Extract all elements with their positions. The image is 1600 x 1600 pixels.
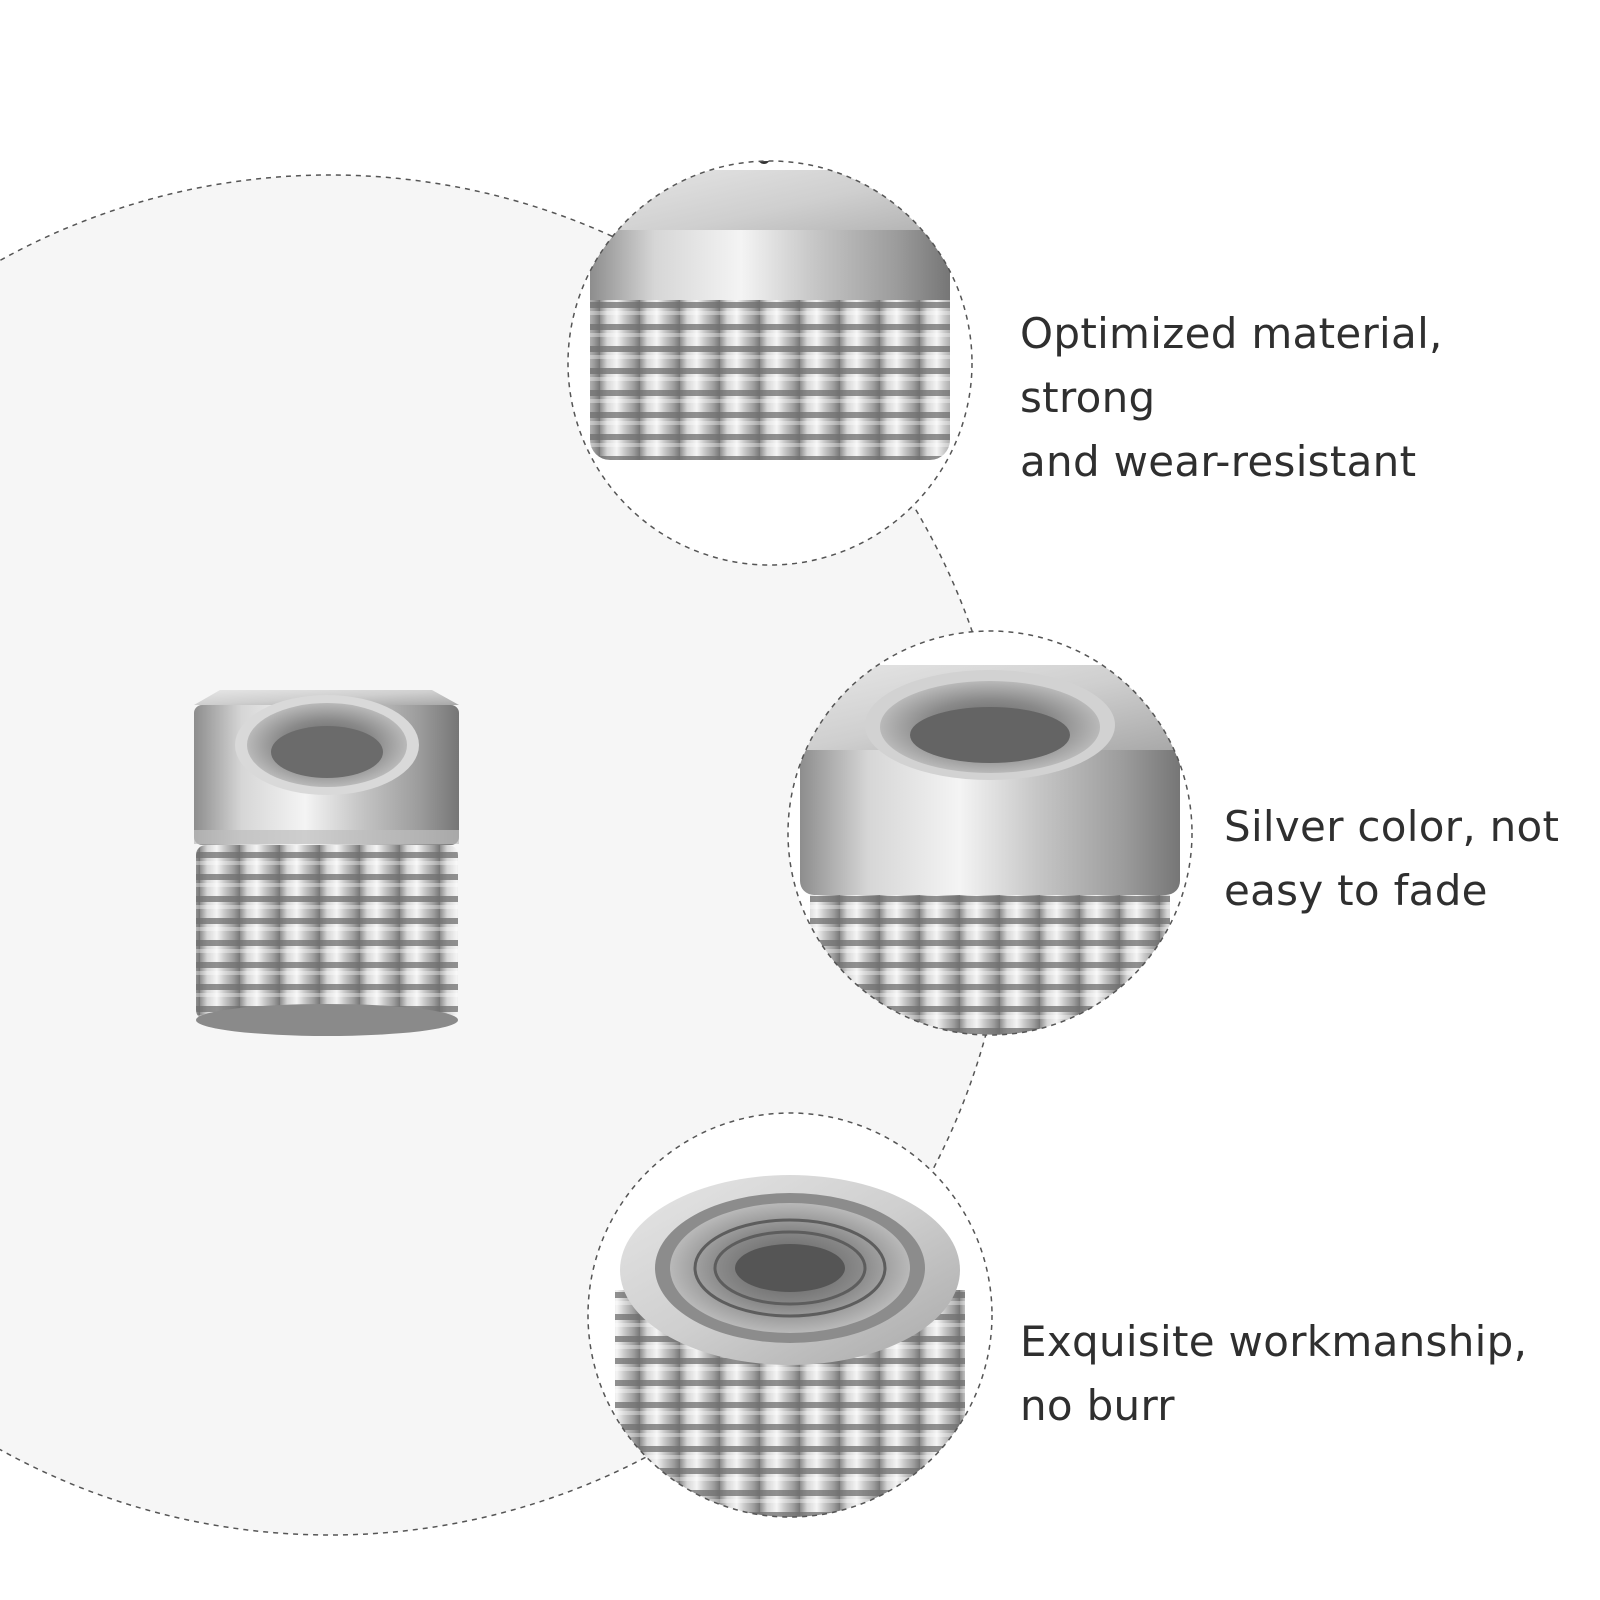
caption-line: and wear-resistant	[1020, 437, 1417, 486]
zoom-circle-internal-threads	[587, 1112, 993, 1518]
caption-line: Optimized material, strong	[1020, 309, 1443, 422]
zoom-circle-hex-top	[567, 160, 973, 566]
feature-caption-material: Optimized material, strong and wear-resi…	[1020, 302, 1580, 494]
main-product-bushing	[194, 690, 459, 1036]
feature-caption-color: Silver color, not easy to fade	[1224, 795, 1600, 923]
zoom-circle-bore	[787, 630, 1193, 1036]
caption-line: Exquisite workmanship,	[1020, 1317, 1528, 1366]
caption-line: Silver color, not	[1224, 802, 1560, 851]
caption-line: no burr	[1020, 1381, 1175, 1430]
feature-caption-workmanship: Exquisite workmanship, no burr	[1020, 1310, 1580, 1438]
caption-line: easy to fade	[1224, 866, 1488, 915]
